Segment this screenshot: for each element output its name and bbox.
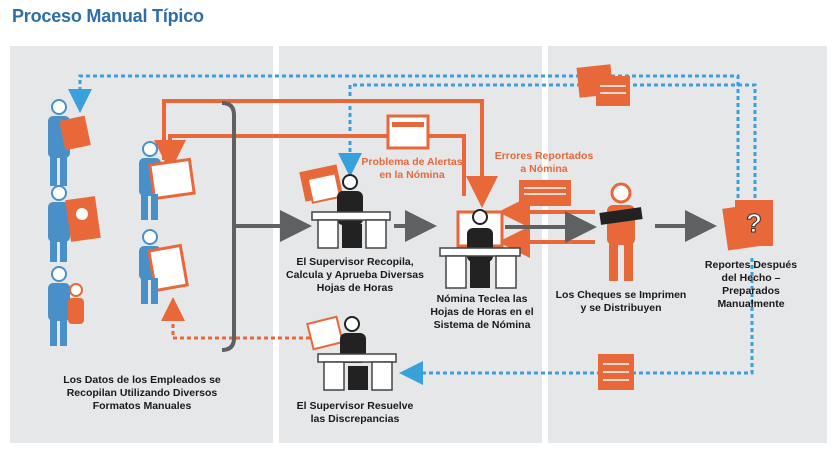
- caption-payroll-keys: Nómina Teclea las Hojas de Horas en el S…: [430, 293, 534, 331]
- error-report-icon: [519, 180, 571, 206]
- svg-text:?: ?: [746, 208, 762, 238]
- page-title: Proceso Manual Típico: [12, 6, 204, 26]
- feedback-loop-bottom: [399, 258, 754, 385]
- reports-document-icon: ?: [722, 200, 773, 251]
- label-errors-reported: Errores Reportados a Nómina: [494, 150, 594, 175]
- supervisor-resolve-icon: [306, 315, 397, 391]
- report-stack-icon: [576, 64, 630, 106]
- gray-flow-lines: [221, 101, 717, 352]
- employee-person-icon: [48, 266, 84, 346]
- employee-person-icon: [48, 185, 101, 262]
- caption-reports: Reportes Después del Hecho – Preparados …: [704, 259, 798, 310]
- person-with-timesheet-icon: [139, 141, 196, 220]
- discrepancy-report-icon: [598, 354, 634, 390]
- supervisor-desk-icon: [299, 164, 391, 249]
- alert-form-icon: [386, 114, 430, 150]
- caption-employees: Los Datos de los Empleados se Recopilan …: [63, 374, 221, 412]
- caption-supervisor-resolve: El Supervisor Resuelve las Discrepancias: [296, 400, 414, 425]
- panel-output: [548, 46, 827, 443]
- person-with-form-icon: [139, 229, 189, 304]
- checks-person-icon: [599, 182, 643, 281]
- label-alerts-problem: Problema de Alertas en la Nómina: [361, 156, 463, 181]
- feedback-loop-top: [68, 74, 757, 205]
- caption-supervisor-compile: El Supervisor Recopila, Calcula y Aprueb…: [286, 256, 424, 294]
- payroll-computer-icon: [439, 209, 521, 289]
- orange-dotted-return: [161, 297, 317, 340]
- caption-checks: Los Cheques se Imprimen y se Distribuyen: [555, 289, 687, 314]
- employee-person-icon: [48, 99, 91, 186]
